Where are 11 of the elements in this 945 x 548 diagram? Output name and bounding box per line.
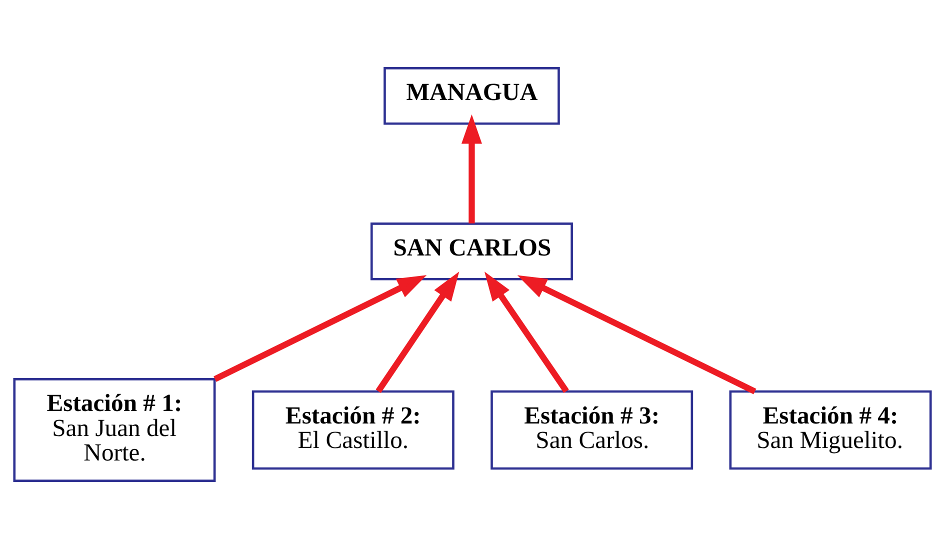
node-box: SAN CARLOS [370,222,573,280]
arrow [484,271,569,392]
arrow [376,271,460,392]
node-box: MANAGUA [384,66,560,124]
node-box: Estación # 1: San Juan del Norte. [13,378,216,482]
node-box: Estación # 4: San Miguelito. [729,390,932,470]
node-box: Estación # 3: San Carlos. [490,390,694,470]
arrow [214,274,427,382]
arrow [517,274,756,394]
arrow [461,114,482,223]
node-box: Estación # 2: El Castillo. [252,390,454,470]
